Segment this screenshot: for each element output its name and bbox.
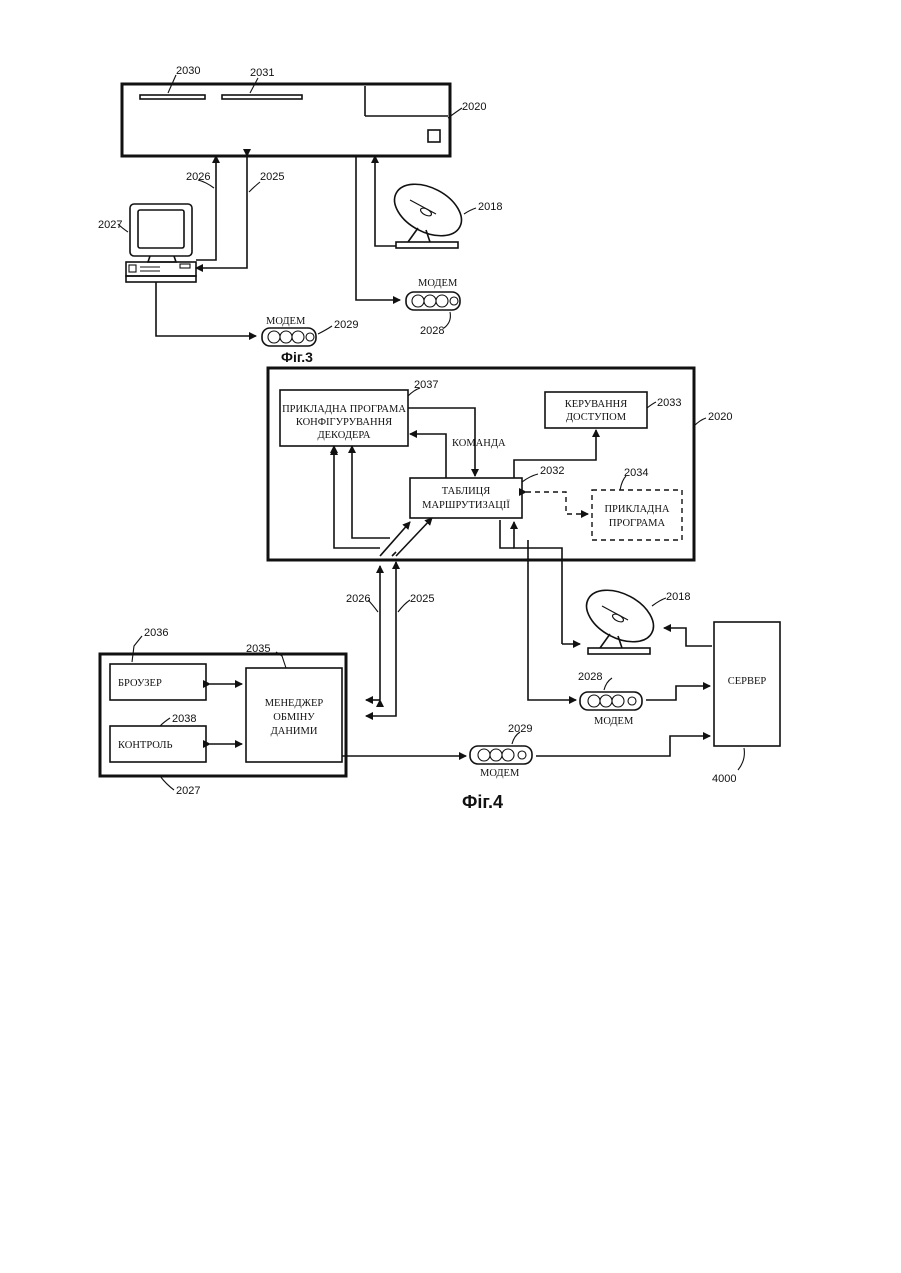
fig4-manager-line3: ДАНИМИ (271, 726, 318, 737)
fig4-ref-config-app: 2037 (414, 379, 438, 391)
fig4-ref-modem-2028: 2028 (578, 671, 602, 683)
figure-4: 2020 ПРИКЛАДНА ПРОГРАМА КОНФІГУРУВАННЯ Д… (100, 368, 780, 812)
fig4-modem2028-server-link (646, 686, 710, 700)
fig4-link-modem-2028 (528, 540, 576, 700)
fig4-ref-control: 2038 (172, 713, 196, 725)
fig4-access-line1: КЕРУВАННЯ (565, 399, 628, 410)
fig4-app-line2: ПРОГРАМА (609, 518, 666, 529)
fig4-control-label: КОНТРОЛЬ (118, 740, 173, 751)
fig4-routing-app-link (526, 492, 588, 514)
fig3-antenna (386, 174, 470, 248)
fig3-computer (126, 204, 196, 282)
fig4-routing-block (410, 478, 522, 518)
fig3-slot-2030 (140, 95, 205, 99)
fig3-modem-label-2029: МОДЕМ (266, 316, 306, 327)
fig4-routing-to-config (410, 434, 446, 478)
fig3-ref-modem-2029: 2029 (334, 319, 358, 331)
fig3-ref-computer: 2027 (98, 219, 122, 231)
fig3-ref-antenna: 2018 (478, 201, 502, 213)
fig4-ref-routing: 2032 (540, 465, 564, 477)
fig4-ref-server: 4000 (712, 773, 736, 785)
fig4-caption: Фіг.4 (462, 792, 503, 812)
fig3-ref-slot1: 2030 (176, 65, 200, 77)
fig4-ref-browser: 2036 (144, 627, 168, 639)
fig3-ref-link-2025: 2025 (260, 171, 284, 183)
fig4-modem-label-2028: МОДЕМ (594, 716, 634, 727)
fig4-antenna (578, 580, 662, 654)
fig4-ref-computer: 2027 (176, 785, 200, 797)
fig4-ref-decoder: 2020 (708, 411, 732, 423)
fig4-app-block (592, 490, 682, 540)
fig4-app-line1: ПРИКЛАДНА (604, 504, 669, 515)
fig4-routing-line1: ТАБЛИЦЯ (442, 486, 491, 497)
fig4-manager-line2: ОБМІНУ (273, 712, 315, 723)
fig4-server-label: СЕРВЕР (728, 676, 767, 687)
fig4-ref-link-2025: 2025 (410, 593, 434, 605)
fig4-modem-2029 (470, 746, 532, 764)
fig3-ref-modem-2028: 2028 (420, 325, 444, 337)
fig4-browser-label: БРОУЗЕР (118, 678, 162, 689)
fig3-modem-2029 (262, 328, 316, 346)
fig3-ref-decoder: 2020 (462, 101, 486, 113)
fig4-ref-app: 2034 (624, 467, 648, 479)
fig3-slot-2031 (222, 95, 302, 99)
fig4-ref-modem-2029: 2029 (508, 723, 532, 735)
fig4-config-app-line3: ДЕКОДЕРА (317, 430, 370, 441)
fig4-link-antenna (514, 522, 562, 644)
fig3-link-modem-2029 (156, 282, 256, 336)
fig4-command-label: КОМАНДА (452, 438, 506, 449)
figure-3: 2030 2031 2020 2027 2026 2025 (98, 65, 502, 365)
fig4-config-app-line1: ПРИКЛАДНА ПРОГРАМА (282, 404, 406, 415)
fig4-routing-line2: МАРШРУТИЗАЦІЇ (422, 499, 510, 511)
fig4-ref-antenna: 2018 (666, 591, 690, 603)
fig4-modem-label-2029: МОДЕМ (480, 768, 520, 779)
fig3-decoder-indicator (428, 130, 440, 142)
fig4-modem-2028 (580, 692, 642, 710)
fig3-modem-label-2028: МОДЕМ (418, 278, 458, 289)
fig3-modem-2028 (406, 292, 460, 310)
fig4-link-2025 (366, 566, 396, 716)
fig3-link-modem-2028 (356, 156, 400, 300)
fig3-caption: Фіг.3 (281, 349, 313, 365)
fig4-ref-access: 2033 (657, 397, 681, 409)
fig3-ref-link-2026: 2026 (186, 171, 210, 183)
fig4-ref-manager: 2035 (246, 643, 270, 655)
fig4-modem2029-server-link (536, 736, 710, 756)
fig4-config-app-line2: КОНФІГУРУВАННЯ (296, 417, 392, 428)
fig3-ref-slot2: 2031 (250, 67, 274, 79)
fig3-link-antenna (375, 156, 396, 246)
fig4-server-antenna-link (664, 628, 712, 646)
fig4-ref-link-2026: 2026 (346, 593, 370, 605)
fig4-access-line2: ДОСТУПОМ (566, 412, 627, 423)
fig4-manager-line1: МЕНЕДЖЕР (265, 698, 324, 709)
